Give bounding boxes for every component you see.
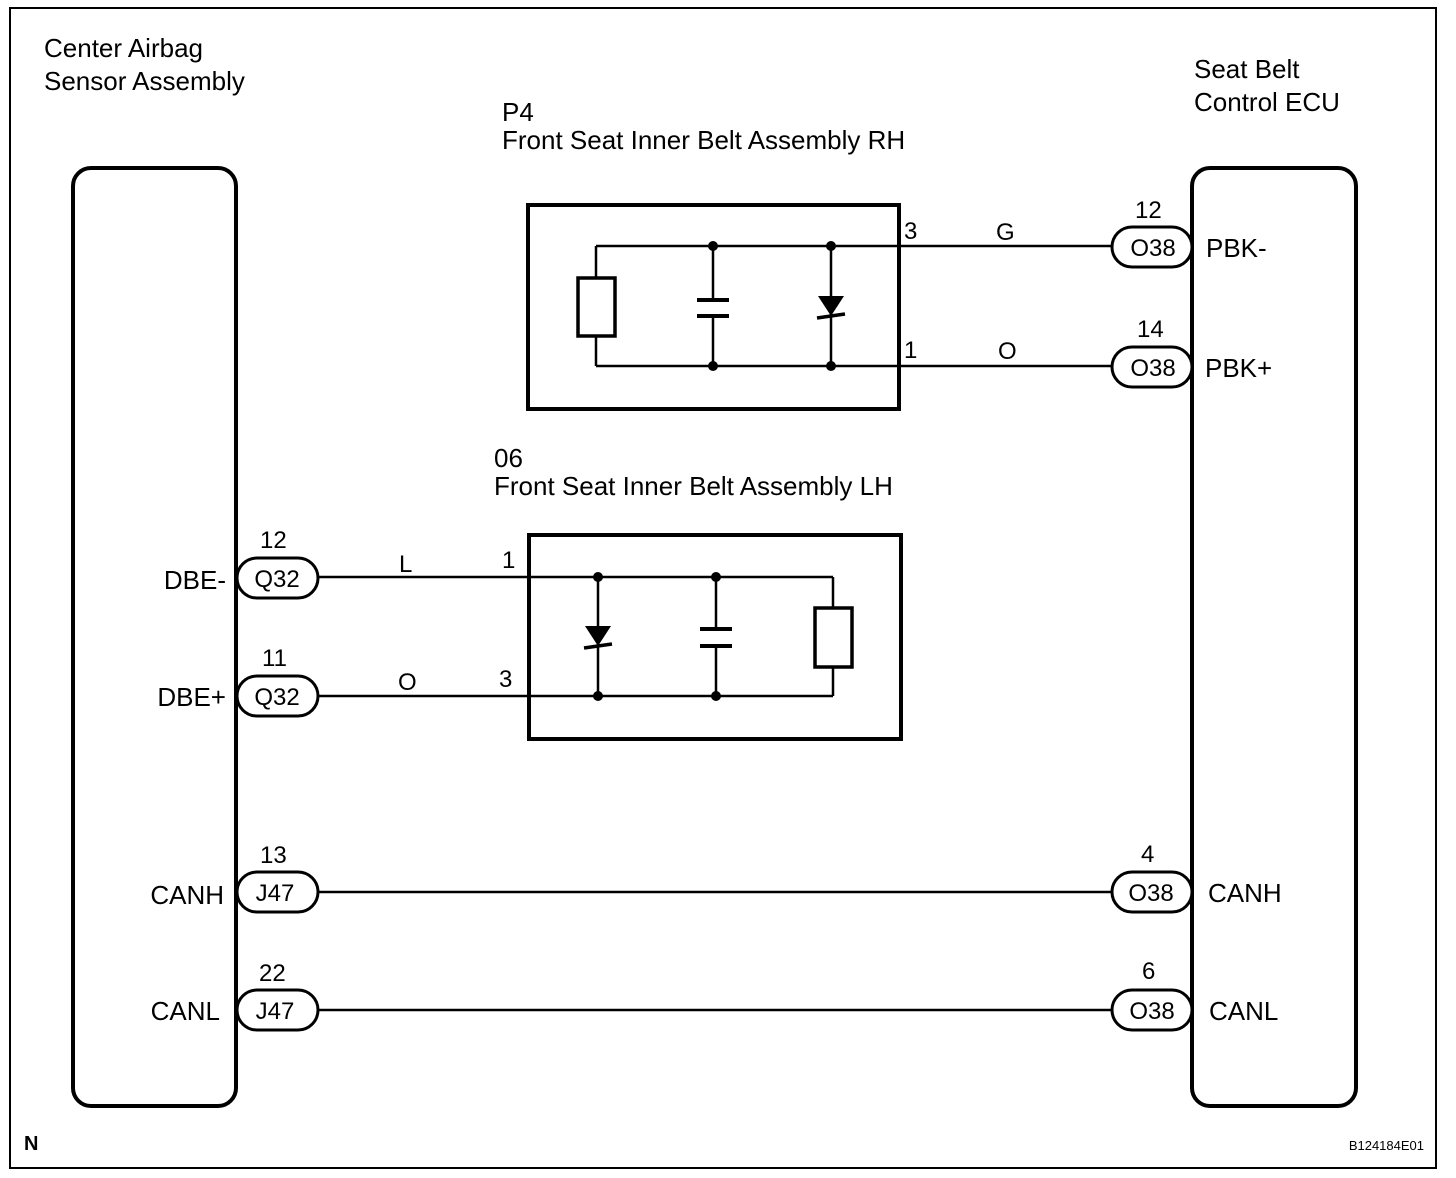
right-connector-pbk-minus: 12 O38 PBK- (1110, 197, 1267, 269)
right-connector-pbk-plus: 14 O38 PBK+ (1110, 316, 1272, 389)
center-airbag-sensor-assembly (71, 166, 238, 1108)
lh-assembly-code: 06 (494, 443, 523, 473)
right-connector-code: O38 (1130, 235, 1175, 262)
corner-letter: N (24, 1133, 38, 1155)
right-connector-code: O38 (1130, 355, 1175, 382)
left-pin-number: 13 (260, 842, 287, 869)
left-signal-label: CANH (150, 880, 224, 910)
left-signal-label: DBE+ (157, 682, 226, 712)
lh-resistor-icon (813, 606, 854, 669)
right-signal-label: PBK- (1206, 233, 1267, 263)
right-connector-canh: 4 O38 CANH (1110, 841, 1282, 914)
right-pin-number: 6 (1142, 958, 1155, 985)
left-connector-dbe-plus: 11 Q32 DBE+ (157, 645, 320, 718)
right-signal-label: CANH (1208, 878, 1282, 908)
wire-color-dbe-minus: L (399, 551, 412, 578)
rh-internal-circuit (576, 241, 1112, 371)
figure-id: B124184E01 (1349, 1138, 1424, 1153)
rh-pin-top: 3 (904, 218, 917, 245)
left-unit-title-line1: Center Airbag (44, 33, 203, 63)
right-unit-title-line2: Control ECU (1194, 87, 1340, 117)
rh-assembly-name: Front Seat Inner Belt Assembly RH (502, 125, 905, 155)
left-unit-title-line2: Sensor Assembly (44, 66, 245, 96)
lh-assembly-name: Front Seat Inner Belt Assembly LH (494, 471, 893, 501)
lh-internal-circuit (318, 572, 854, 701)
left-pin-number: 22 (259, 960, 286, 987)
left-pin-number: 11 (262, 645, 287, 672)
right-signal-label: CANL (1209, 996, 1278, 1026)
left-pin-number: 12 (260, 527, 287, 554)
left-connector-dbe-minus: 12 Q32 DBE- (164, 527, 320, 600)
lh-pin-top: 1 (502, 547, 515, 574)
lh-pin-bottom: 3 (499, 666, 512, 693)
left-connector-code: Q32 (254, 684, 299, 711)
right-signal-label: PBK+ (1205, 353, 1272, 383)
right-connector-code: O38 (1129, 998, 1174, 1025)
rh-pin-bottom: 1 (904, 337, 917, 364)
rh-diode-icon (818, 296, 844, 316)
right-pin-number: 4 (1141, 841, 1154, 868)
wire-color-dbe-plus: O (398, 669, 417, 696)
right-connector-canl: 6 O38 CANL (1110, 958, 1278, 1032)
right-pin-number: 14 (1137, 316, 1164, 343)
left-connector-code: Q32 (254, 566, 299, 593)
lh-diode-icon (585, 626, 611, 646)
seat-belt-control-ecu (1190, 166, 1358, 1108)
diagram-frame (9, 7, 1437, 1169)
rh-assembly-box (526, 203, 901, 411)
left-connector-code: J47 (256, 880, 295, 907)
wire-color-pbk-minus: G (996, 219, 1015, 246)
lh-assembly-box (527, 533, 903, 741)
right-pin-number: 12 (1135, 197, 1162, 224)
left-signal-label: CANL (151, 996, 220, 1026)
left-connector-canh: 13 J47 CANH (150, 842, 320, 914)
left-signal-label: DBE- (164, 565, 226, 595)
left-connector-code: J47 (256, 998, 295, 1025)
rh-assembly-code: P4 (502, 97, 534, 127)
right-connector-code: O38 (1128, 880, 1173, 907)
right-unit-title-line1: Seat Belt (1194, 54, 1300, 84)
rh-resistor-icon (576, 276, 617, 338)
left-connector-canl: 22 J47 CANL (151, 960, 320, 1032)
wire-color-pbk-plus: O (998, 338, 1017, 365)
